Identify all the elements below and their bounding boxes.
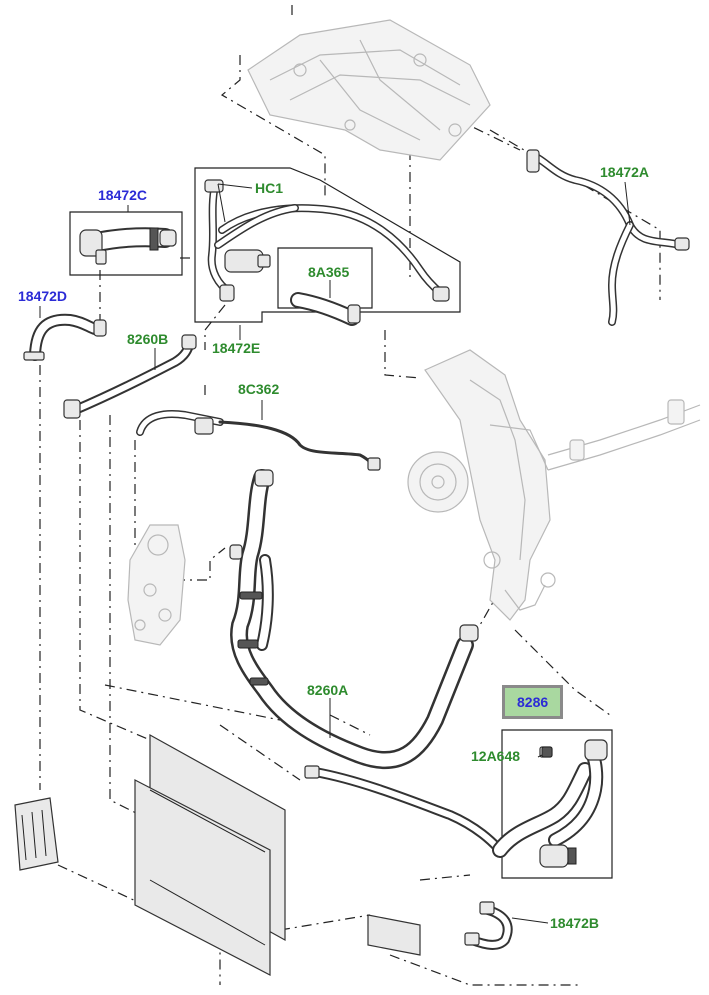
callout-8c362[interactable]: 8C362: [238, 381, 280, 397]
callout-18472c[interactable]: 18472C: [98, 187, 148, 203]
hose-18472d: [23, 313, 107, 361]
hose-8a365: [290, 292, 361, 326]
leader-lines: [39, 181, 631, 924]
intake-manifold-cover: [247, 19, 491, 161]
callout-18472b[interactable]: 18472B: [550, 915, 600, 931]
hose-8260b: [63, 334, 197, 419]
callout-8286-highlighted[interactable]: 8286: [502, 685, 564, 719]
callout-hc1[interactable]: HC1: [255, 180, 284, 196]
hose-18472c: [79, 227, 177, 265]
thermostat-housing: [127, 524, 186, 646]
callout-8260b[interactable]: 8260B: [127, 331, 169, 347]
hose-8260a: [229, 469, 479, 769]
oil-cooler-18472b: [367, 901, 513, 956]
water-pump-assembly: [407, 349, 701, 621]
callout-8260a[interactable]: 8260A: [307, 682, 349, 698]
callout-18472e[interactable]: 18472E: [212, 340, 261, 356]
hose-18472a: [526, 149, 690, 326]
callout-8a365[interactable]: 8A365: [308, 264, 350, 280]
bolt-12a648: [541, 746, 553, 758]
radiator-assembly: [134, 733, 286, 976]
callout-18472a[interactable]: 18472A: [600, 164, 650, 180]
auxiliary-cooler: [14, 797, 59, 871]
hose-group-18472e: [204, 179, 450, 302]
hose-8286: [304, 739, 608, 868]
hose-8c362: [136, 410, 381, 471]
group-boxes: [69, 167, 613, 879]
callout-12a648[interactable]: 12A648: [471, 748, 521, 764]
callout-18472d[interactable]: 18472D: [18, 288, 68, 304]
